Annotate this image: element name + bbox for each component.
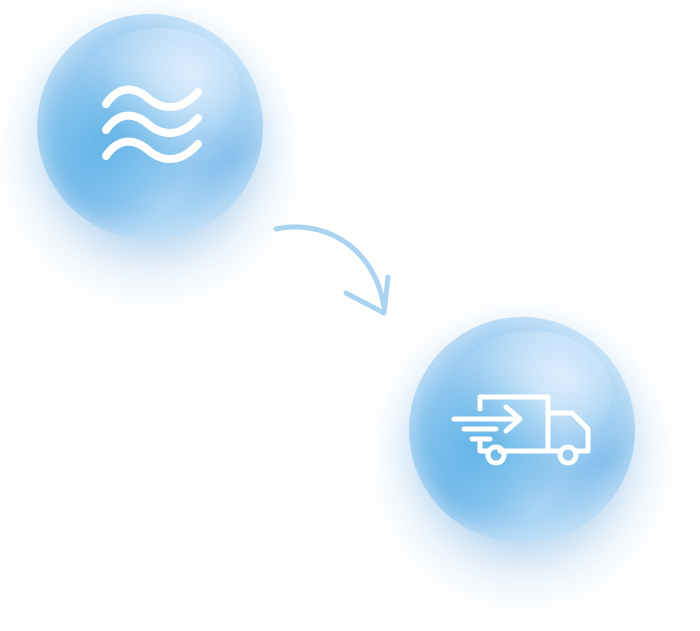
delivery-truck-icon — [451, 394, 591, 466]
waves-icon — [102, 85, 202, 163]
truck-node — [409, 317, 635, 543]
water-node — [37, 14, 263, 240]
flow-arrow — [273, 224, 391, 316]
